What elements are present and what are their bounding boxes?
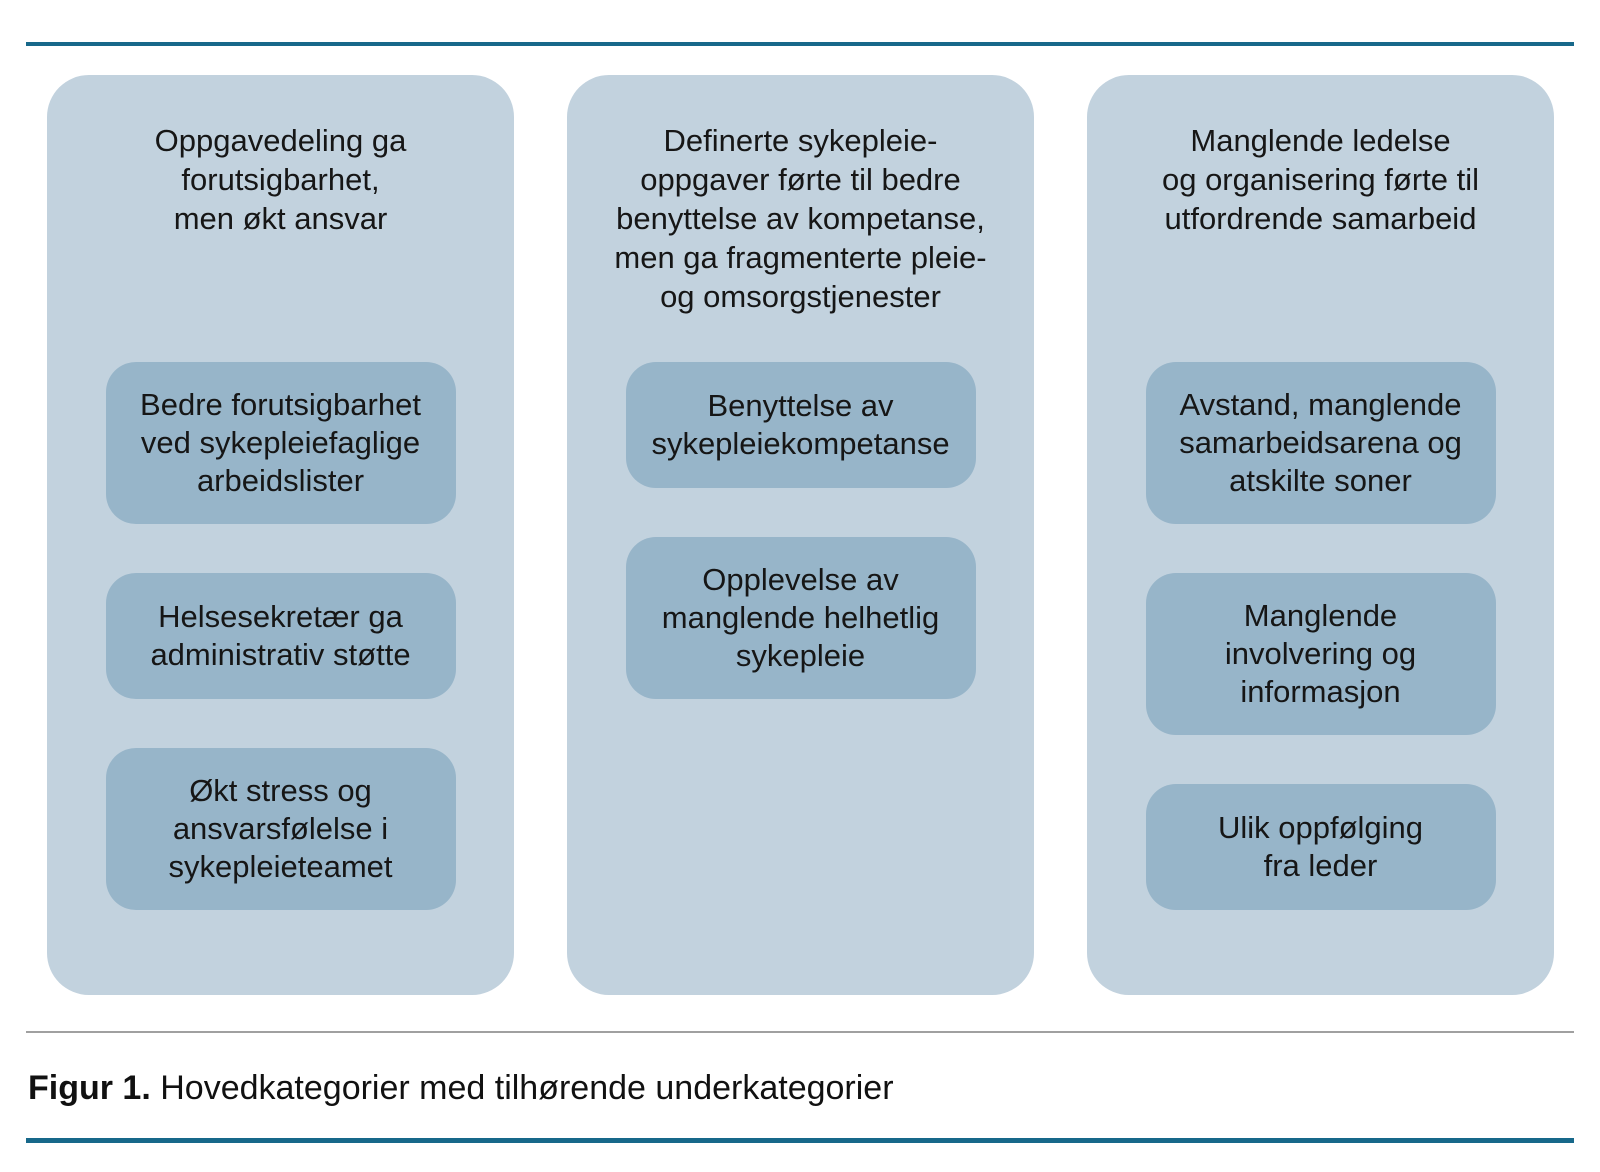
caption-divider: [26, 1031, 1574, 1033]
subcategory-box: Ulik oppfølging fra leder: [1145, 784, 1496, 910]
category-heading: Oppgavedeling ga forutsigbarhet, men økt…: [154, 123, 407, 236]
subcategory-box: Bedre forutsigbarhet ved sykepleiefaglig…: [105, 362, 456, 524]
category-columns: Oppgavedeling ga forutsigbarhet, men økt…: [47, 75, 1554, 995]
figure-caption-text: Hovedkategorier med tilhørende underkate…: [150, 1069, 894, 1107]
figure-caption-label: Figur 1.: [28, 1069, 151, 1107]
category-column-2: Definerte sykepleie- oppgaver førte til …: [567, 75, 1034, 995]
subcategory-box: Økt stress og ansvarsfølelse i sykepleie…: [105, 748, 456, 910]
category-column-1: Oppgavedeling ga forutsigbarhet, men økt…: [47, 75, 514, 995]
subcategory-box: Benyttelse av sykepleiekompetanse: [625, 362, 976, 488]
subcategory-box-list: Avstand, manglende samarbeidsarena og at…: [1087, 362, 1554, 910]
bottom-rule: [26, 1138, 1574, 1143]
category-heading: Definerte sykepleie- oppgaver førte til …: [614, 123, 987, 314]
figure-caption: Figur 1. Hovedkategorier med tilhørende …: [28, 1068, 894, 1108]
subcategory-box: Manglende involvering og informasjon: [1145, 573, 1496, 735]
subcategory-box: Opplevelse av manglende helhetlig sykepl…: [625, 537, 976, 699]
subcategory-box-list: Bedre forutsigbarhet ved sykepleiefaglig…: [47, 362, 514, 910]
category-heading: Manglende ledelse og organisering førte …: [1161, 123, 1480, 236]
subcategory-box: Helsesekretær ga administrativ støtte: [105, 573, 456, 699]
category-column-3: Manglende ledelse og organisering førte …: [1087, 75, 1554, 995]
top-rule: [26, 42, 1574, 46]
subcategory-box: Avstand, manglende samarbeidsarena og at…: [1145, 362, 1496, 524]
